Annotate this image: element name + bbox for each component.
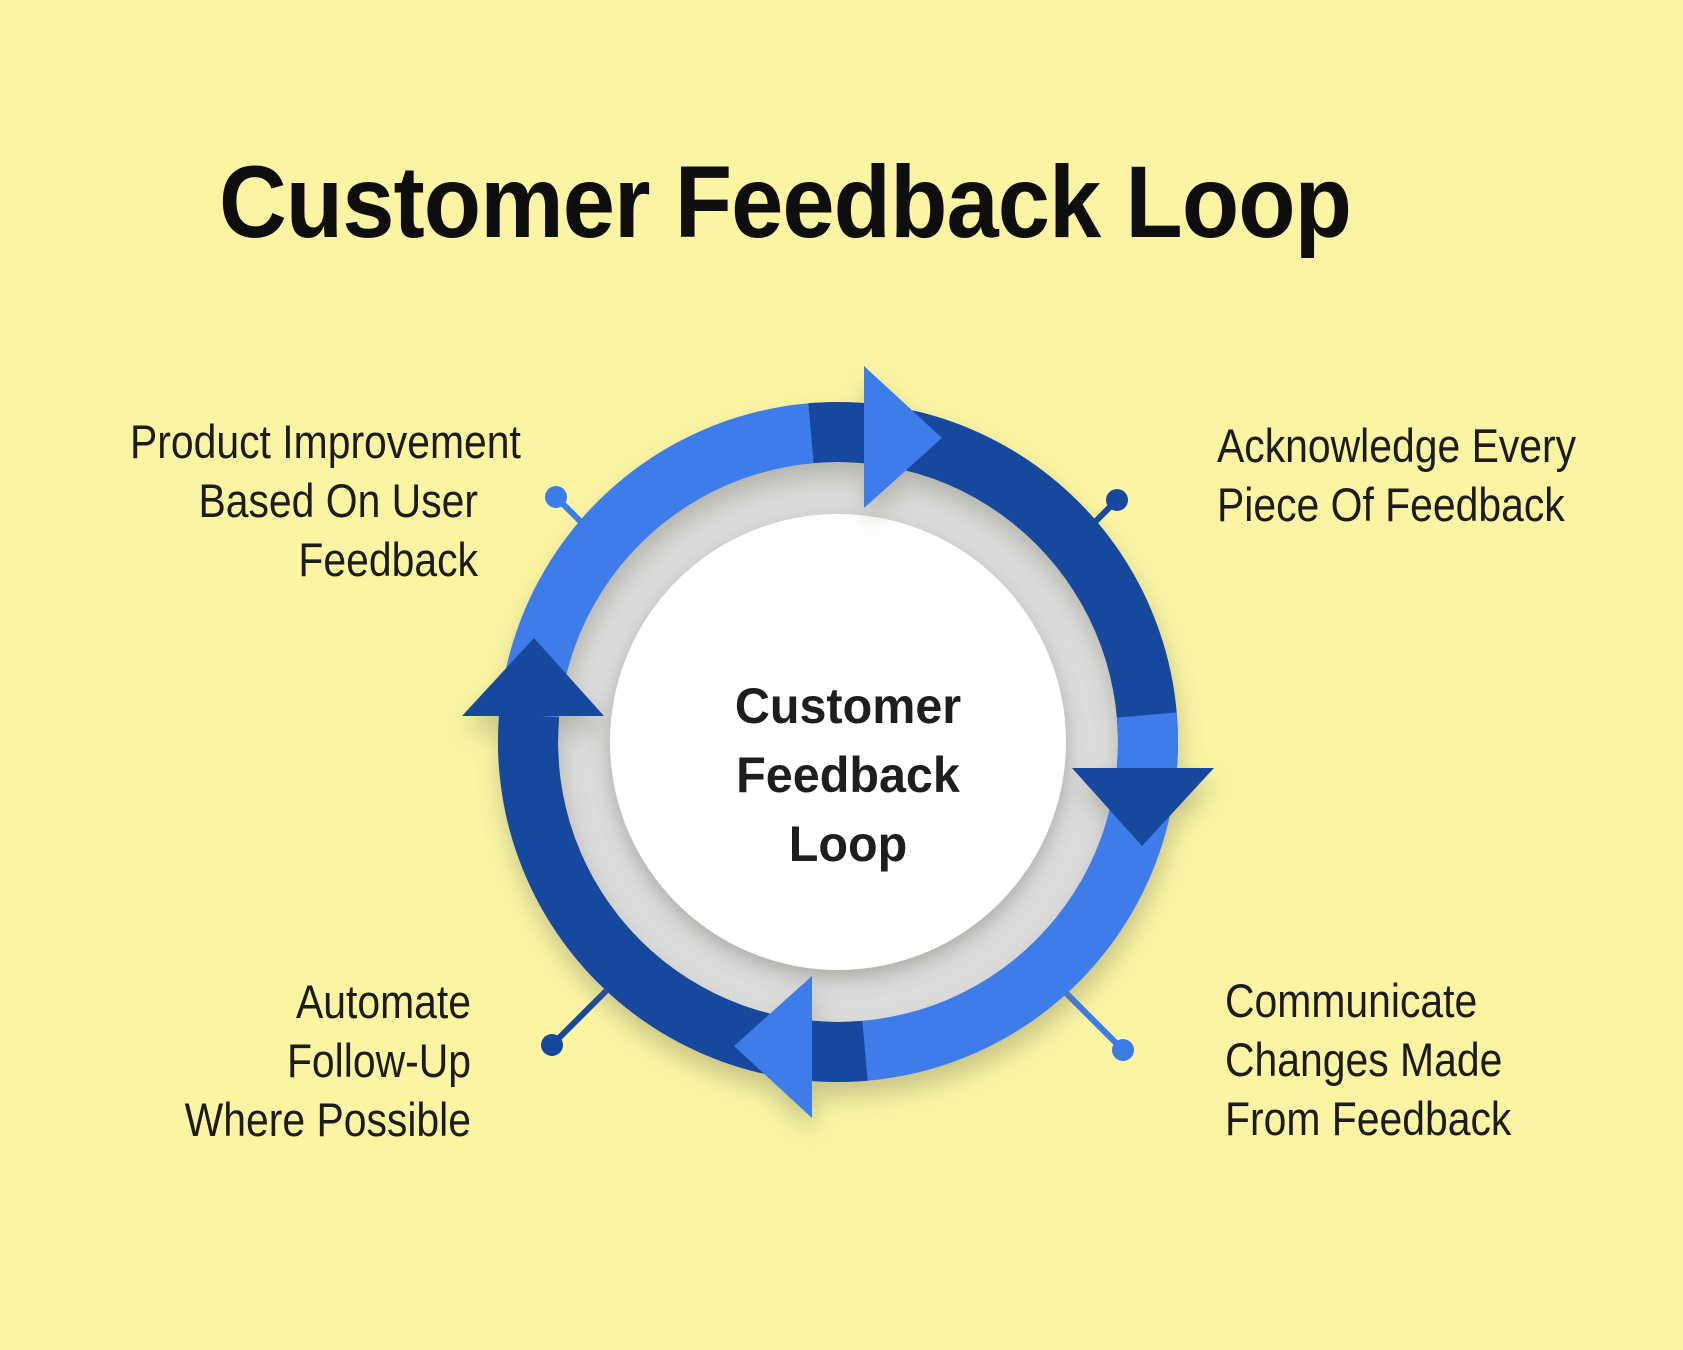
arrowhead-right bbox=[1072, 768, 1214, 846]
callout-line: Automate bbox=[295, 975, 471, 1028]
callout-line: Follow-Up bbox=[286, 1034, 471, 1087]
callout-line: Feedback bbox=[298, 533, 478, 586]
center-label-line: Feedback bbox=[736, 747, 960, 803]
page-title: Customer Feedback Loop bbox=[218, 145, 1352, 259]
callout-line: Product Improvement bbox=[130, 415, 521, 468]
arrowhead-top bbox=[864, 366, 942, 508]
callout-line: From Feedback bbox=[1225, 1092, 1512, 1145]
callout-line: Communicate bbox=[1225, 974, 1478, 1027]
callout-line: Changes Made bbox=[1225, 1033, 1503, 1086]
callout-line: Piece Of Feedback bbox=[1217, 478, 1565, 531]
callout-line: Acknowledge Every bbox=[1217, 419, 1577, 472]
arrowhead-bottom bbox=[734, 976, 812, 1118]
connector-dot-bottom-right bbox=[1112, 1039, 1134, 1061]
connector-dot-bottom-left bbox=[541, 1034, 563, 1056]
center-label: Customer Feedback Loop bbox=[596, 672, 1100, 879]
arrowhead-left bbox=[462, 638, 604, 716]
center-label-line: Customer bbox=[734, 678, 962, 734]
arc-bottom-left bbox=[498, 712, 868, 1082]
callout-line: Based On User bbox=[198, 474, 478, 527]
connector-dot-top-right bbox=[1106, 489, 1128, 511]
callout-top-right: Acknowledge Every Piece Of Feedback bbox=[1217, 416, 1600, 534]
center-label-line: Loop bbox=[788, 816, 908, 872]
callout-bottom-left: Automate Follow-Up Where Possible bbox=[123, 972, 471, 1149]
connector-dot-top-left bbox=[545, 486, 567, 508]
inner-circle bbox=[610, 514, 1066, 970]
callout-line: Where Possible bbox=[184, 1093, 472, 1146]
callout-top-left: Product Improvement Based On User Feedba… bbox=[130, 412, 521, 589]
callout-bottom-right: Communicate Changes Made From Feedback bbox=[1225, 971, 1608, 1148]
